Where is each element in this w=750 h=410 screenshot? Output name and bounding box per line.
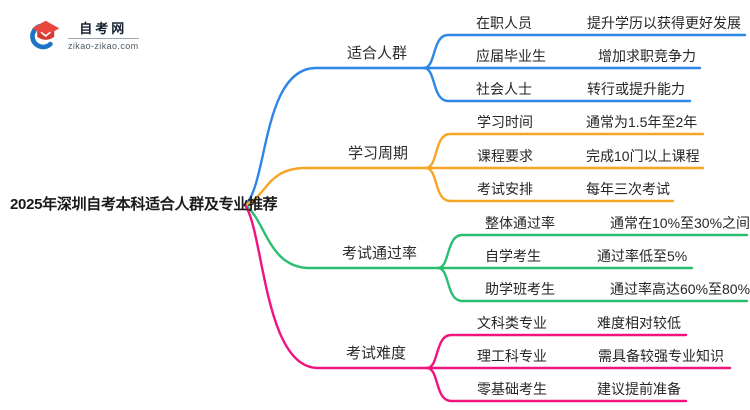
leaf-key: 自学考生 [485,248,541,264]
leaf-value: 通常为1.5年至2年 [586,114,698,130]
branch-label-pass-rate: 考试通过率 [342,245,418,262]
leaf-key: 课程要求 [477,148,533,164]
leaf-key: 零基础考生 [477,381,547,397]
leaf-value: 完成10门以上课程 [586,148,700,164]
leaf-key: 在职人员 [476,15,532,31]
logo-graduation-cap-icon [30,20,60,50]
leaf-value: 提升学历以获得更好发展 [587,15,741,31]
logo: 自考网 zikao-zikao.com [27,19,139,53]
leaf-key: 考试安排 [477,181,533,197]
leaf-value: 通过率高达60%至80% [610,281,750,297]
leaf-value: 难度相对较低 [597,315,681,331]
logo-domain: zikao-zikao.com [68,38,139,51]
leaf-key: 学习时间 [477,114,533,130]
branch-label-study-period: 学习周期 [348,145,409,162]
leaf-value: 每年三次考试 [586,181,670,197]
branch-label-target-audience: 适合人群 [347,45,408,62]
root-node-title: 2025年深圳自考本科适合人群及专业推荐 [10,196,278,213]
logo-title: 自考网 [79,21,128,36]
leaf-key: 社会人士 [476,81,532,97]
leaf-value: 通常在10%至30%之间 [610,215,750,231]
leaf-value: 通过率低至5% [597,248,688,264]
branch3-lines [243,203,749,303]
branch4-lines [243,203,732,403]
leaf-key: 理工科专业 [477,348,547,364]
branch-label-difficulty: 考试难度 [346,345,407,362]
leaf-value: 需具备较强专业知识 [598,348,724,364]
branch2-lines [243,132,705,207]
leaf-value: 增加求职竞争力 [598,48,696,64]
leaf-value: 转行或提升能力 [587,81,685,97]
leaf-key: 助学班考生 [485,281,555,297]
leaf-key: 整体通过率 [485,215,555,231]
logo-text: 自考网 zikao-zikao.com [68,19,139,51]
leaf-key: 文科类专业 [477,315,547,331]
leaf-key: 应届毕业生 [476,48,546,64]
branch1-lines [243,33,747,207]
leaf-value: 建议提前准备 [597,381,681,397]
